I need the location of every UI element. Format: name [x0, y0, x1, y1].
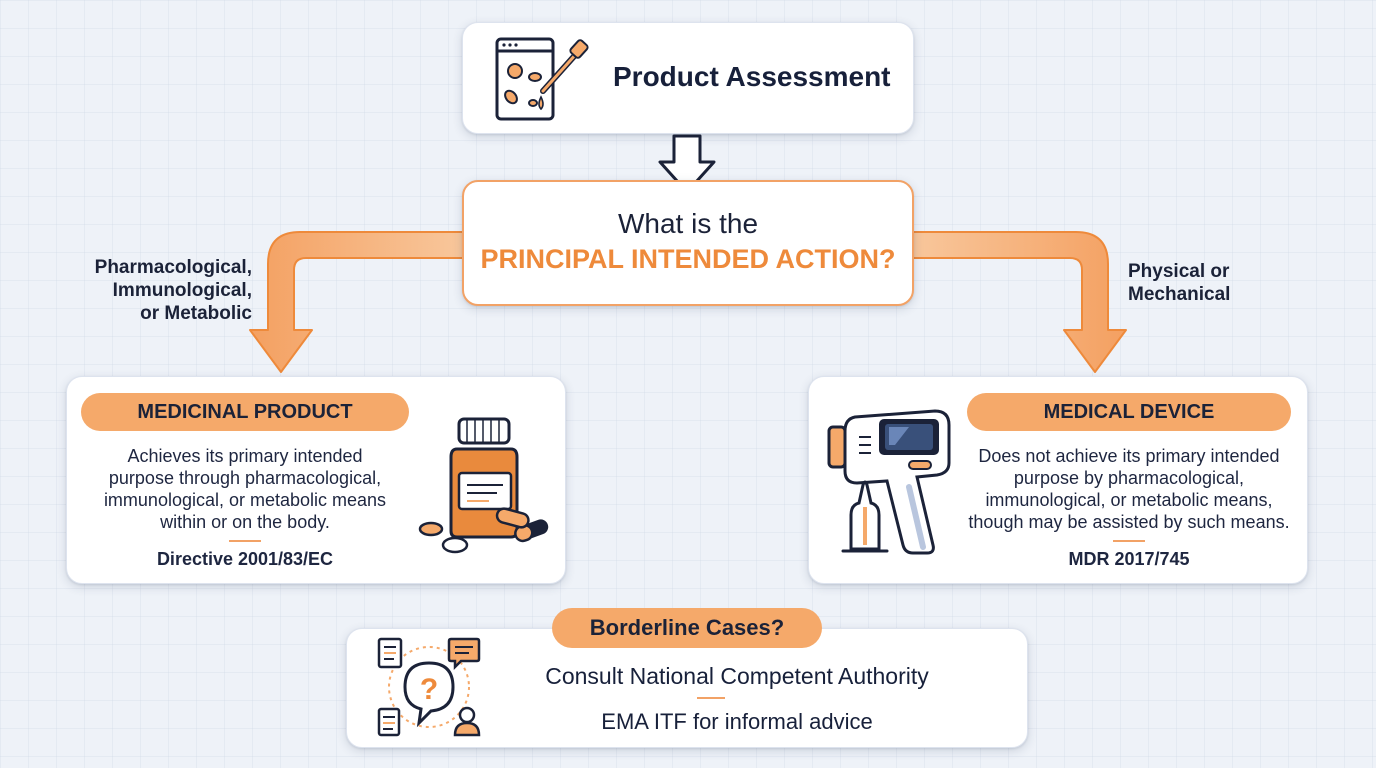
right-branch-label-line: Mechanical [1128, 284, 1231, 305]
right-branch-arrow [911, 231, 1127, 373]
medical-device-card: MEDICAL DEVICE Does not achieve its prim… [808, 376, 1308, 584]
borderline-cases-title: Borderline Cases? [552, 608, 822, 648]
medical-device-reference: MDR 2017/745 [1068, 549, 1190, 569]
medicine-bottle-icon [418, 417, 549, 554]
left-branch-label-line: Pharmacological, [94, 257, 252, 278]
page-title: Product Assessment [613, 61, 891, 92]
right-branch-label-line: Physical or [1128, 261, 1230, 282]
medicinal-product-title: MEDICINAL PRODUCT [81, 393, 409, 431]
lab-assessment-icon [495, 37, 589, 121]
product-assessment-card: Product Assessment [462, 22, 914, 134]
description-line: immunological, or metabolic means, [985, 490, 1273, 510]
medical-device-title: MEDICAL DEVICE [967, 393, 1291, 431]
left-branch-label-line: Immunological, [112, 280, 252, 301]
description-line: Does not achieve its primary intended [978, 446, 1280, 466]
right-branch-label: Physical or Mechanical [1128, 260, 1230, 306]
divider [229, 540, 261, 542]
medical-device-description: Does not achieve its primary intended pu… [949, 445, 1309, 533]
svg-text:?: ? [420, 673, 438, 706]
consultation-icon: ? [377, 637, 481, 737]
left-branch-arrow [249, 231, 465, 373]
ema-itf-text: EMA ITF for informal advice [601, 709, 873, 734]
description-line: Achieves its primary intended [127, 446, 363, 466]
description-line: within or on the body. [160, 512, 330, 532]
divider [1113, 540, 1145, 542]
description-line: immunological, or metabolic means [103, 490, 387, 510]
description-line: purpose through pharmacological, [108, 468, 382, 488]
left-branch-label-line: or Metabolic [140, 303, 252, 324]
principal-action-question-card: What is the PRINCIPAL INTENDED ACTION? [462, 180, 914, 306]
description-line: purpose by pharmacological, [1013, 468, 1245, 488]
medicinal-product-description: Achieves its primary intended purpose th… [81, 445, 409, 533]
medical-device-icon [827, 409, 951, 555]
consult-authority-text: Consult National Competent Authority [545, 663, 929, 689]
down-arrow-icon [658, 134, 716, 194]
description-line: though may be assisted by such means. [968, 512, 1290, 532]
medicinal-product-card: MEDICINAL PRODUCT Achieves its primary i… [66, 376, 566, 584]
medicinal-product-reference: Directive 2001/83/EC [156, 549, 334, 569]
question-line-1: What is the [617, 208, 759, 239]
divider [697, 697, 725, 699]
question-line-2: PRINCIPAL INTENDED ACTION? [480, 244, 896, 274]
left-branch-label: Pharmacological, Immunological, or Metab… [95, 256, 252, 325]
